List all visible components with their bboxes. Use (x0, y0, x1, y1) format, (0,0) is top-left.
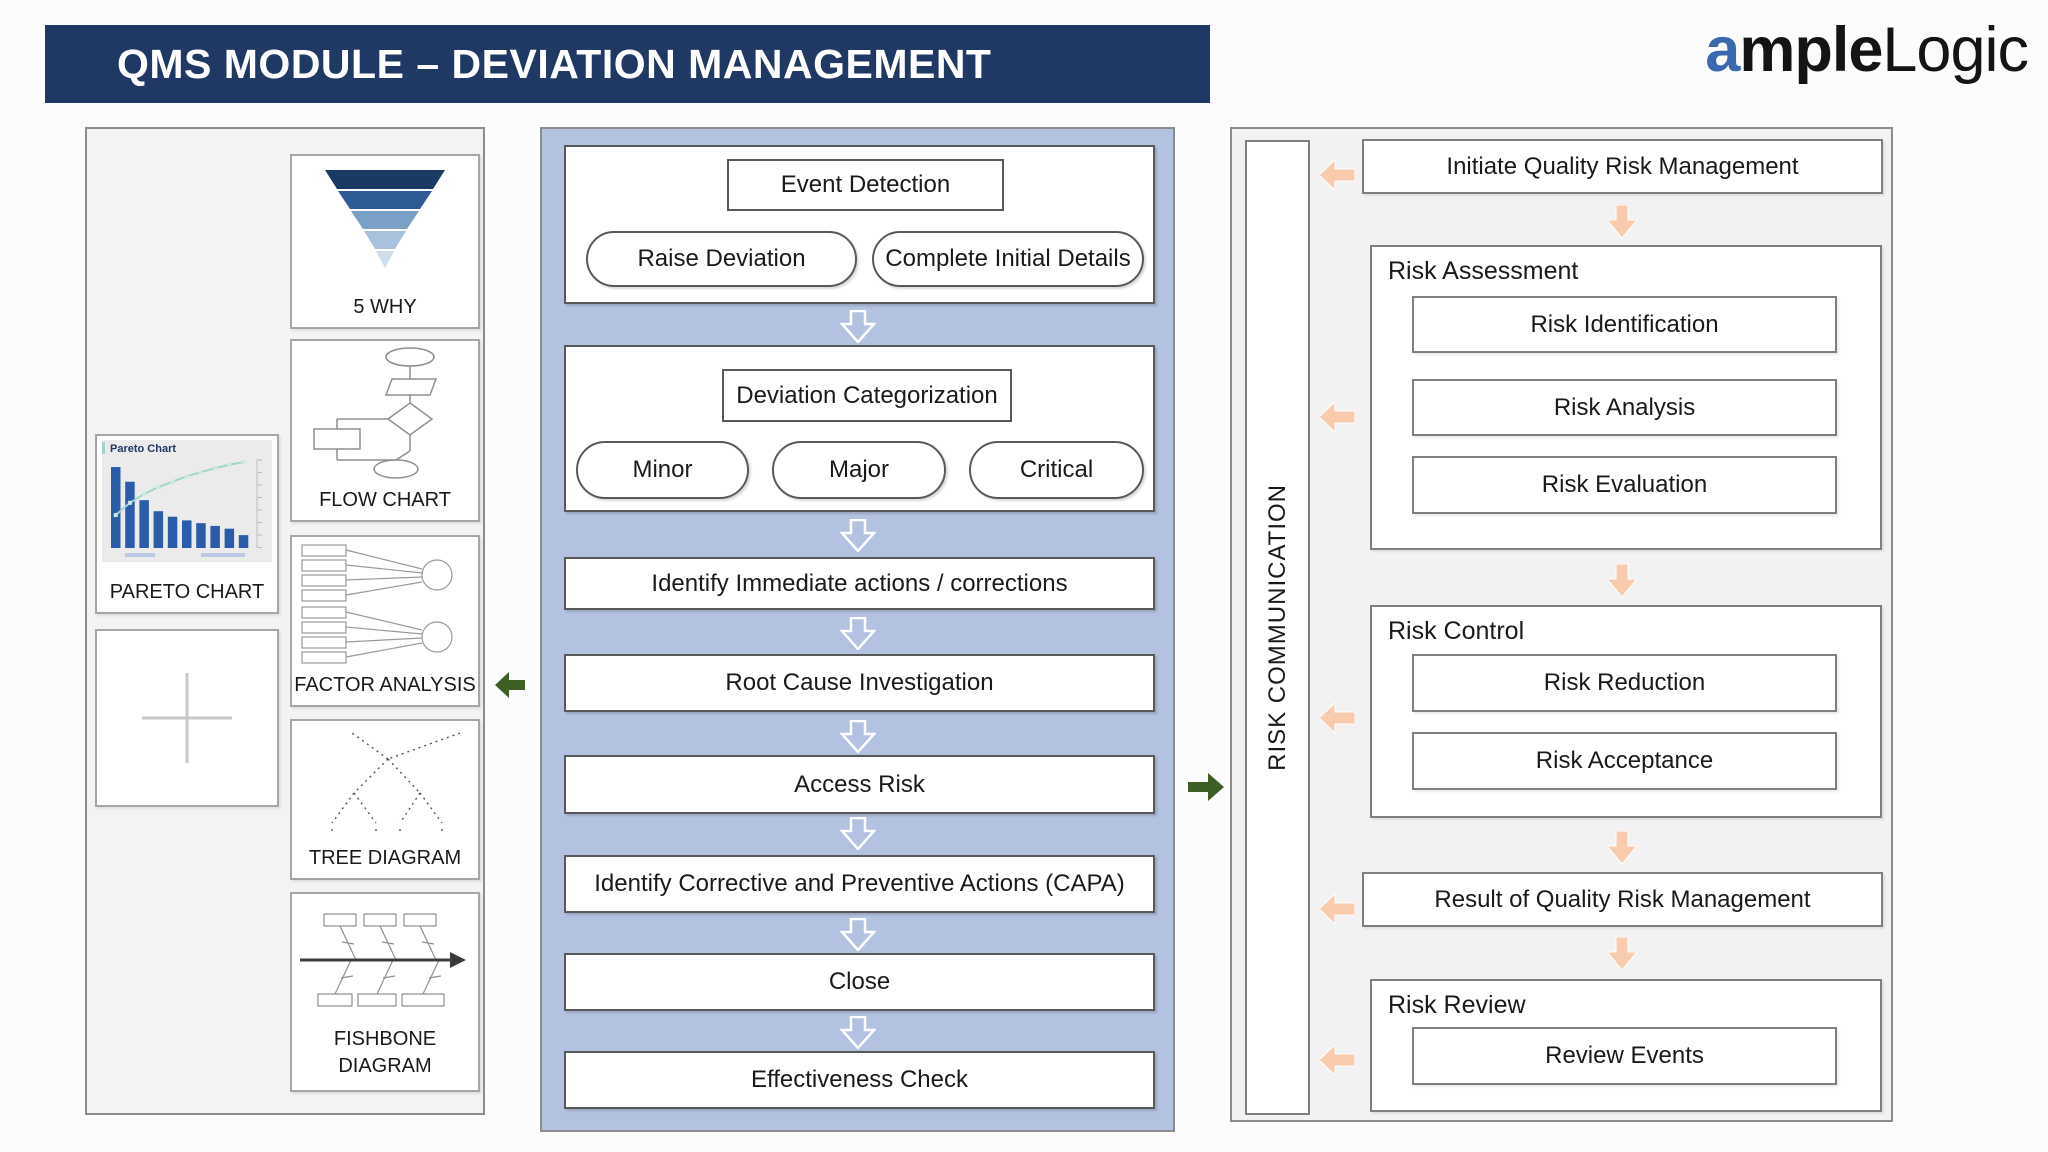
factor-analysis-icon (301, 544, 453, 664)
pareto-thumb-title: Pareto Chart (110, 443, 176, 455)
risk-acceptance-box: Risk Acceptance (1412, 732, 1837, 790)
logo-mple: mple (1739, 15, 1883, 85)
risk-assessment-group: Risk Assessment Risk Identification Risk… (1370, 245, 1882, 550)
green-right-arrow (1188, 773, 1224, 801)
down-arrow-icon (840, 1016, 876, 1049)
event-detection-box: Event Detection (727, 159, 1004, 211)
orange-left-arrow-icon (1319, 892, 1355, 926)
major-pill: Major (772, 441, 946, 499)
event-detection-container: Event Detection Raise Deviation Complete… (564, 145, 1155, 304)
risk-control-label: Risk Control (1388, 617, 1525, 645)
orange-down-arrow-icon (1607, 205, 1637, 239)
step-access-risk: Access Risk (564, 755, 1155, 814)
risk-reduction-box: Risk Reduction (1412, 654, 1837, 712)
rca-tools-panel: 5 WHY (85, 127, 485, 1115)
down-arrow-icon (840, 720, 876, 753)
card-five-why: 5 WHY (290, 154, 480, 329)
step-capa: Identify Corrective and Preventive Actio… (564, 855, 1155, 913)
logo-a: a (1705, 15, 1740, 85)
down-arrow-icon (840, 310, 876, 343)
categorization-container: Deviation Categorization Minor Major Cri… (564, 345, 1155, 512)
complete-initial-details-pill: Complete Initial Details (872, 231, 1144, 287)
step-close: Close (564, 953, 1155, 1011)
step-immediate-actions: Identify Immediate actions / corrections (564, 557, 1155, 610)
card-flow-chart: FLOW CHART (290, 339, 480, 522)
orange-left-arrow-icon (1319, 1043, 1355, 1077)
card-empty-add (95, 629, 279, 807)
card-label: FACTOR ANALYSIS (294, 674, 476, 696)
step-effectiveness-check: Effectiveness Check (564, 1051, 1155, 1109)
risk-management-panel: RISK COMMUNICATION Initiate Quality Risk… (1230, 127, 1893, 1122)
card-fishbone-diagram: FISHBONE DIAGRAM (290, 892, 480, 1092)
deviation-categorization-box: Deviation Categorization (722, 369, 1012, 422)
fishbone-diagram-icon (300, 913, 466, 1007)
risk-control-group: Risk Control Risk Reduction Risk Accepta… (1370, 605, 1882, 818)
step-root-cause: Root Cause Investigation (564, 654, 1155, 712)
down-arrow-icon (840, 617, 876, 650)
risk-communication-label: RISK COMMUNICATION (1263, 484, 1291, 771)
title-banner: QMS MODULE – DEVIATION MANAGEMENT (45, 25, 1210, 103)
plus-icon (142, 673, 232, 763)
orange-left-arrow-icon (1319, 701, 1355, 735)
card-label: PARETO CHART (109, 581, 265, 603)
card-pareto-chart: Pareto Chart PARETO CHART (95, 434, 279, 614)
card-label: FISHBONE DIAGRAM (333, 1028, 437, 1077)
five-why-pyramid-icon (325, 170, 445, 268)
risk-communication-bar: RISK COMMUNICATION (1245, 140, 1310, 1115)
card-label: FLOW CHART (319, 489, 451, 511)
orange-left-arrow-icon (1319, 158, 1355, 192)
risk-evaluation-box: Risk Evaluation (1412, 456, 1837, 514)
risk-review-label: Risk Review (1388, 991, 1526, 1019)
raise-deviation-pill: Raise Deviation (586, 231, 857, 287)
card-label: TREE DIAGRAM (308, 847, 462, 869)
down-arrow-icon (840, 817, 876, 850)
logo-logic: Logic (1882, 15, 2029, 85)
risk-analysis-box: Risk Analysis (1412, 379, 1837, 436)
tree-diagram-icon (331, 732, 461, 835)
card-factor-analysis: FACTOR ANALYSIS (290, 535, 480, 707)
green-left-arrow (495, 672, 525, 698)
minor-pill: Minor (576, 441, 749, 499)
card-label: 5 WHY (353, 296, 417, 318)
result-qrm-box: Result of Quality Risk Management (1362, 872, 1883, 927)
page-title: QMS MODULE – DEVIATION MANAGEMENT (117, 40, 992, 87)
initiate-qrm-box: Initiate Quality Risk Management (1362, 139, 1883, 194)
risk-review-group: Risk Review Review Events (1370, 979, 1882, 1112)
down-arrow-icon (840, 519, 876, 552)
review-events-box: Review Events (1412, 1027, 1837, 1085)
card-tree-diagram: TREE DIAGRAM (290, 719, 480, 880)
flow-chart-icon (313, 347, 438, 479)
pareto-chart-icon: Pareto Chart (102, 440, 272, 562)
orange-down-arrow-icon (1607, 564, 1637, 598)
critical-pill: Critical (969, 441, 1144, 499)
orange-down-arrow-icon (1607, 831, 1637, 865)
risk-identification-box: Risk Identification (1412, 296, 1837, 353)
deviation-flow-panel: Event Detection Raise Deviation Complete… (540, 127, 1175, 1132)
down-arrow-icon (840, 918, 876, 951)
orange-down-arrow-icon (1607, 937, 1637, 971)
orange-left-arrow-icon (1319, 400, 1355, 434)
risk-assessment-label: Risk Assessment (1388, 257, 1579, 285)
